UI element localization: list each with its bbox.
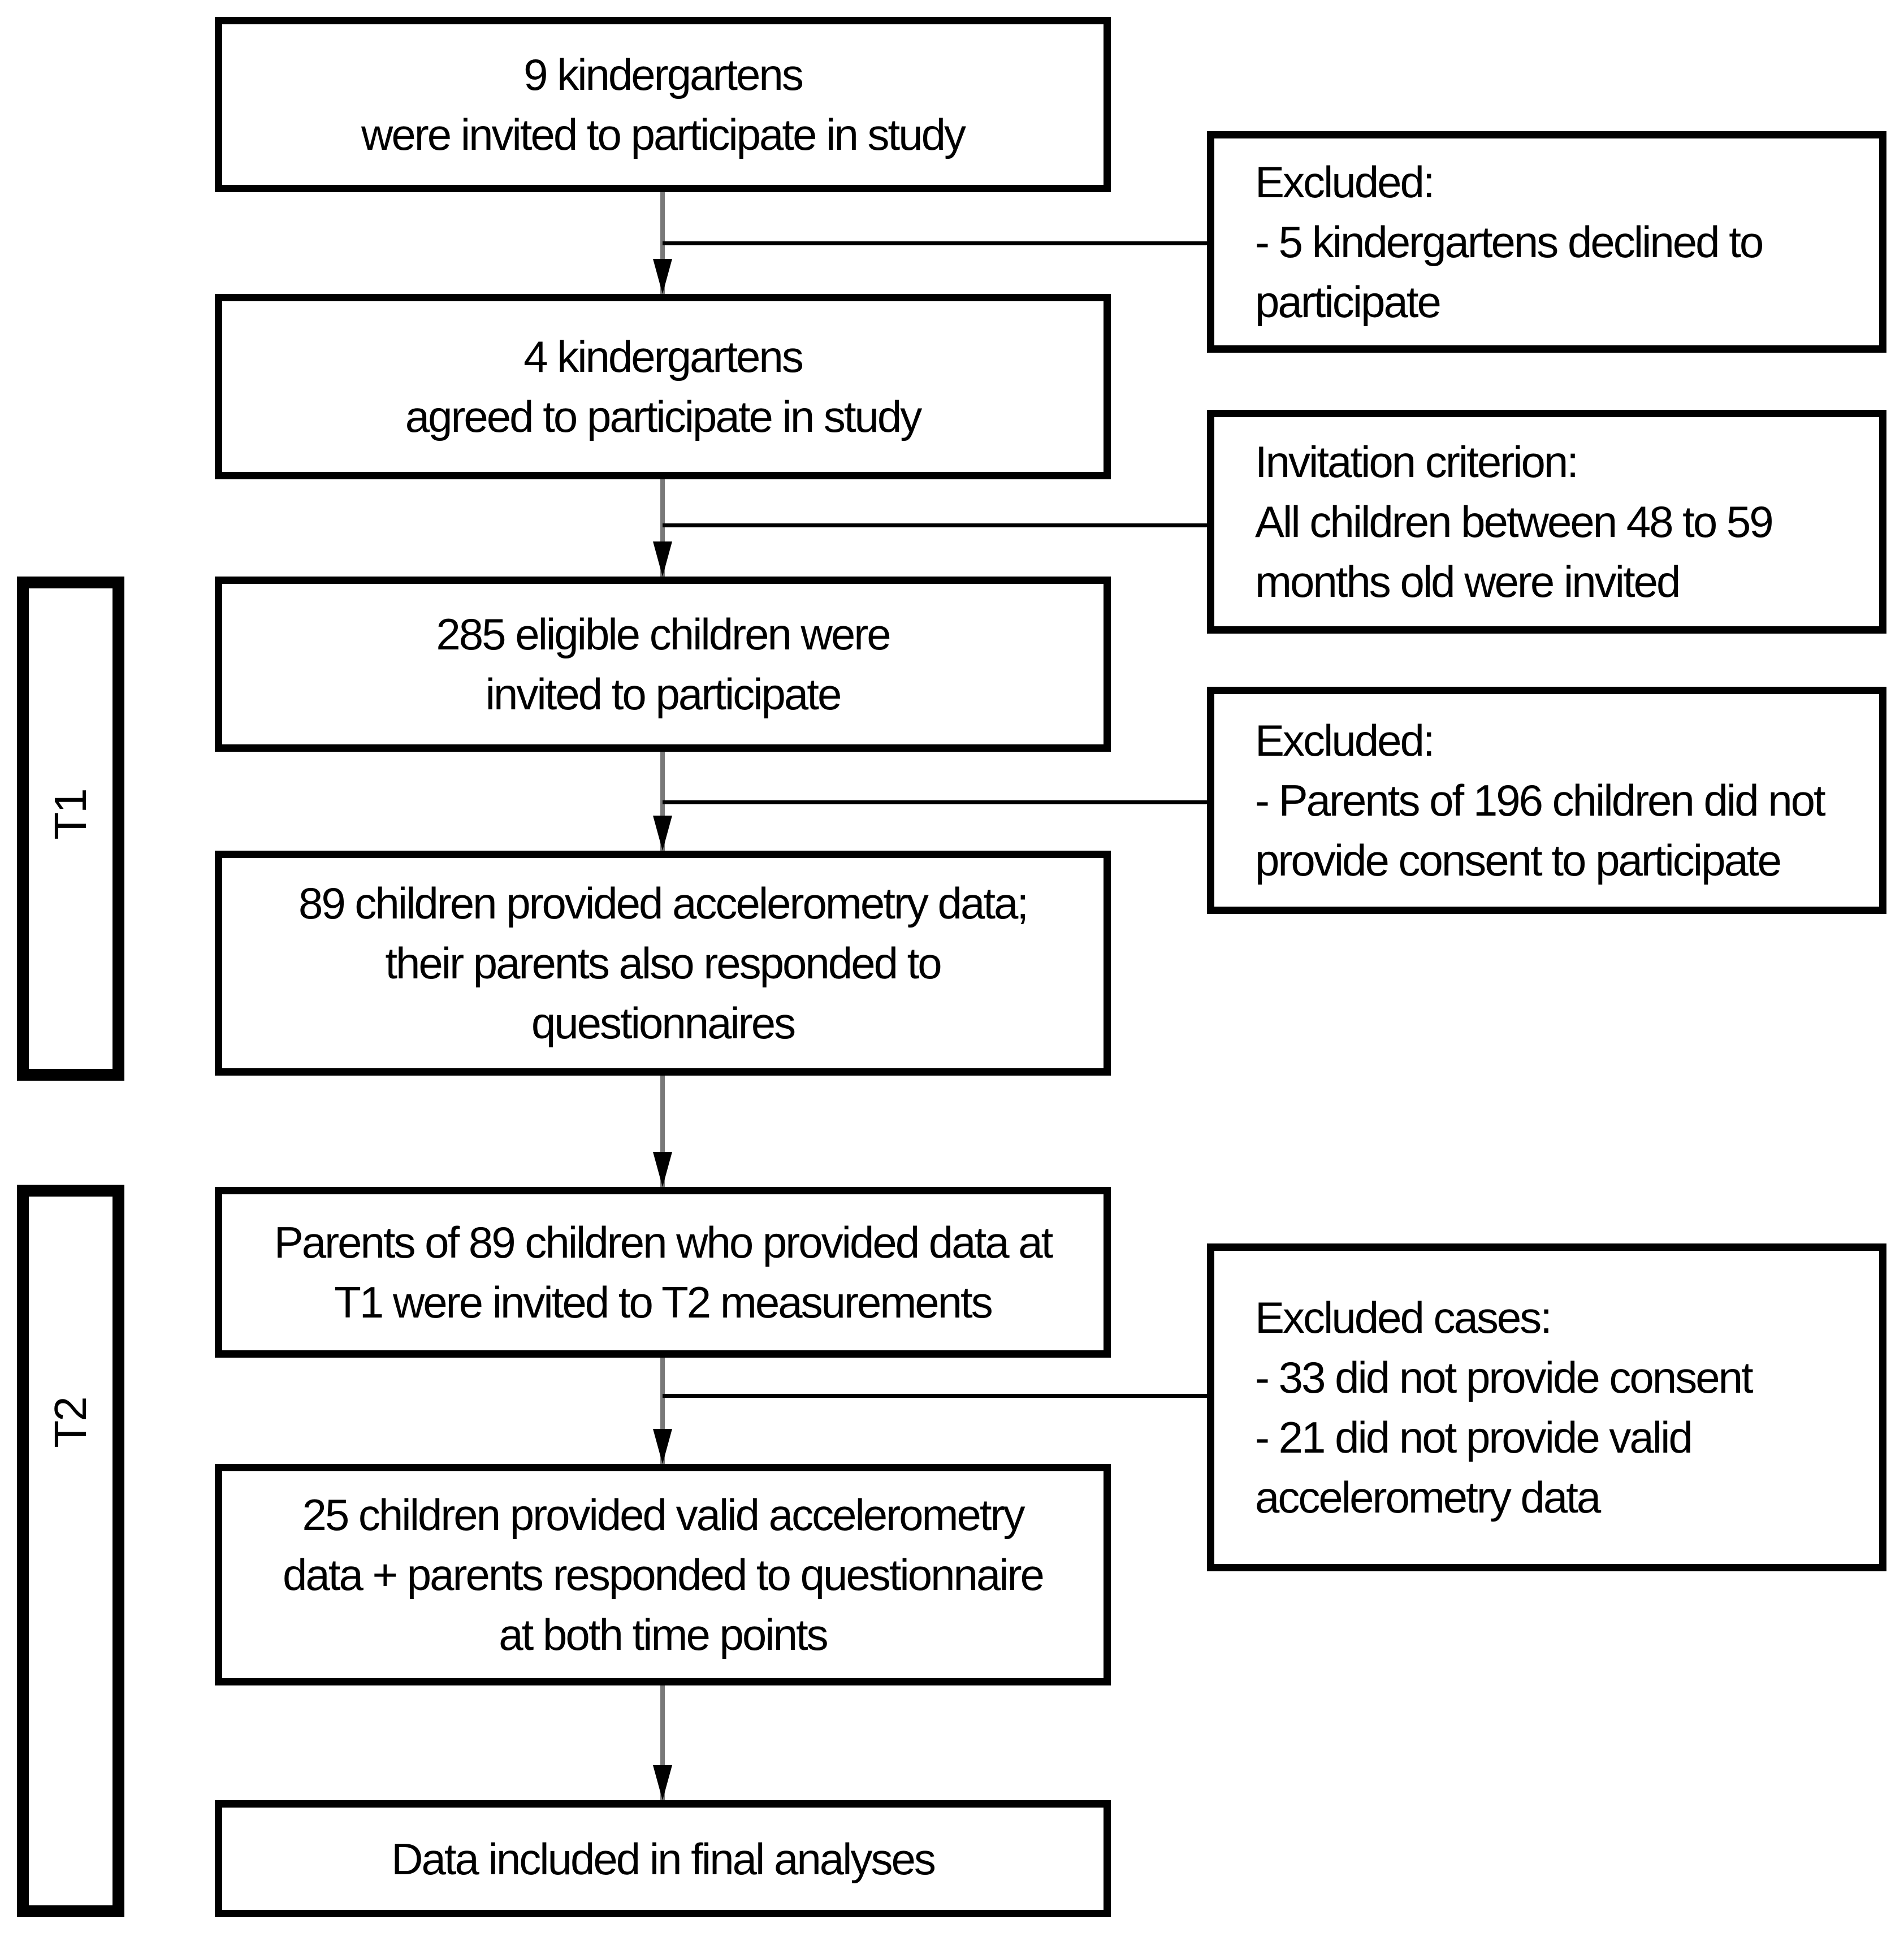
phase-label-t1: T1 — [45, 789, 96, 840]
flow-box-t2-invited: Parents of 89 children who provided data… — [215, 1187, 1111, 1358]
branch-connector-3 — [663, 800, 1207, 804]
phase-label-t2: T2 — [45, 1397, 96, 1448]
branch-connector-2 — [663, 523, 1207, 527]
arrowhead-down-icon — [653, 1152, 672, 1187]
side-box-excluded-kindergartens: Excluded: - 5 kindergartens declined to … — [1207, 131, 1886, 353]
flow-arrow-line-2 — [660, 479, 665, 577]
flow-box-t2-valid-data: 25 children provided valid accelerometry… — [215, 1464, 1111, 1685]
arrowhead-down-icon — [653, 1429, 672, 1464]
phase-bracket-t1: T1 — [17, 577, 124, 1081]
arrowhead-down-icon — [653, 541, 672, 577]
flow-arrow-line-5 — [660, 1358, 665, 1464]
flow-arrow-line-6 — [660, 1685, 665, 1800]
arrowhead-down-icon — [653, 816, 672, 851]
arrowhead-down-icon — [653, 1765, 672, 1800]
side-box-excluded-cases-t2: Excluded cases: - 33 did not provide con… — [1207, 1243, 1886, 1571]
branch-connector-4 — [663, 1394, 1207, 1398]
arrowhead-down-icon — [653, 259, 672, 294]
side-box-invitation-criterion: Invitation criterion: All children betwe… — [1207, 410, 1886, 634]
side-box-excluded-no-consent: Excluded: - Parents of 196 children did … — [1207, 687, 1886, 914]
flow-box-kindergartens-agreed: 4 kindergartens agreed to participate in… — [215, 294, 1111, 479]
branch-connector-1 — [663, 241, 1207, 245]
flow-box-t1-accelerometry: 89 children provided accelerometry data;… — [215, 851, 1111, 1076]
phase-bracket-t2: T2 — [17, 1185, 124, 1917]
flow-box-final-analyses: Data included in final analyses — [215, 1800, 1111, 1917]
flow-box-kindergartens-invited: 9 kindergartens were invited to particip… — [215, 17, 1111, 192]
flow-box-eligible-children: 285 eligible children were invited to pa… — [215, 577, 1111, 752]
flow-arrow-line-4 — [660, 1076, 665, 1187]
